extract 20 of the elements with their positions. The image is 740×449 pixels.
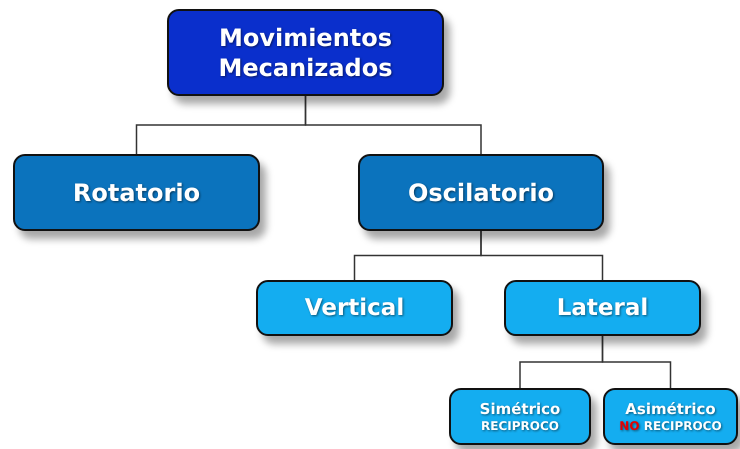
node-title: Lateral xyxy=(556,294,650,322)
node-box xyxy=(504,280,701,336)
node-box xyxy=(256,280,453,336)
node-title: Asimétrico xyxy=(624,400,717,419)
node-box xyxy=(449,388,591,445)
node-box xyxy=(13,154,260,231)
node-title: Simétrico xyxy=(478,400,562,419)
node-title: Rotatorio xyxy=(72,178,202,208)
connector-line xyxy=(602,336,672,388)
node-subtitle: RECIPROCO xyxy=(481,418,559,433)
node-title: Movimientos Mecanizados xyxy=(217,22,394,82)
connector-line xyxy=(480,231,604,280)
node-box xyxy=(358,154,604,231)
node-title: Vertical xyxy=(304,294,406,322)
node-box xyxy=(603,388,738,445)
node-box xyxy=(167,9,444,96)
connector-line xyxy=(304,96,482,154)
node-subtitle: NO xyxy=(619,418,640,433)
node-subtitle: RECIPROCO xyxy=(644,418,722,433)
node-title: Oscilatorio xyxy=(406,178,556,208)
